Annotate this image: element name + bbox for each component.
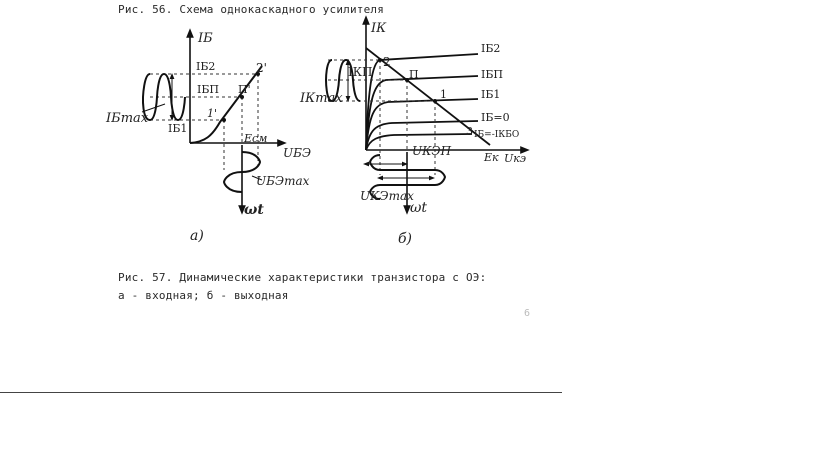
ib2-label: IБ2 — [196, 60, 215, 73]
panel-a-input-characteristic: IБ UБЭ IБ2 IБП IБ1 IБmax Eсм UБЭmax 2' 1… — [105, 28, 311, 244]
ube-max-leader — [251, 175, 263, 181]
ikp-label: IКП — [348, 65, 373, 79]
curve-ikbo — [365, 133, 473, 151]
ik-max-label: IКmax — [299, 91, 343, 106]
point-p-dot — [405, 78, 409, 82]
top-caption: Рис. 56. Схема однокаскадного усилителя — [118, 3, 385, 16]
panel-b-label: б) — [398, 231, 412, 247]
curve-ibp-label: IБП — [481, 68, 503, 81]
page-number: 6 — [524, 308, 531, 319]
panel-b-output-characteristics: IК Uкэ Eк IКП IКmax UКЭП UКЭmax IБ2 IБП … — [299, 15, 530, 247]
point-p-dot — [240, 95, 244, 99]
point-2-label: 2' — [256, 61, 267, 75]
load-line — [365, 47, 491, 146]
point-1-dot — [433, 99, 437, 103]
point-2-dot — [378, 58, 382, 62]
figure-caption-line-1: Рис. 57. Динамические характеристики тра… — [118, 271, 487, 284]
ek-label: Eк — [483, 151, 499, 164]
point-1-label: 1' — [207, 107, 217, 120]
panel-a-time-axis-label: ωt — [244, 202, 264, 218]
panel-b-y-axis-label: IК — [370, 21, 387, 36]
panel-a-label: а) — [190, 228, 204, 244]
uke-p-label: UКЭП — [412, 144, 452, 158]
input-characteristic-curve — [189, 65, 263, 144]
panel-a-x-axis-label: UБЭ — [283, 146, 311, 160]
figure-caption-line-2: а - входная; б - выходная — [118, 289, 289, 302]
point-1-dot — [222, 118, 226, 122]
base-current-sine — [141, 72, 186, 122]
horizontal-rule — [0, 392, 562, 393]
point-p-label: П — [409, 68, 419, 81]
point-2-dot — [256, 72, 260, 76]
curve-ibp — [365, 75, 479, 151]
ecm-label: Eсм — [243, 132, 267, 145]
curve-ib1 — [365, 98, 479, 151]
point-1-label: 1 — [440, 88, 447, 101]
point-3-label: 3 — [466, 125, 473, 138]
uke-max-label: UКЭmax — [360, 189, 414, 203]
ib-max-leader — [141, 103, 166, 113]
panel-b-x-axis-label: Uкэ — [504, 152, 526, 165]
curve-ib1-label: IБ1 — [481, 88, 500, 101]
ib1-label: IБ1 — [168, 122, 187, 135]
ib-max-label: IБmax — [105, 111, 149, 126]
panel-b-time-axis-label: ωt — [410, 200, 427, 216]
transistor-characteristics-figure: IБ UБЭ IБ2 IБП IБ1 IБmax Eсм UБЭmax 2' 1… — [105, 15, 530, 247]
curve-ikbo-label: IБ=-IКБО — [474, 130, 519, 140]
curve-ib2-label: IБ2 — [481, 42, 500, 55]
panel-a-y-axis-label: IБ — [197, 31, 213, 46]
collector-current-sine — [324, 58, 361, 103]
ube-max-label: UБЭmax — [256, 174, 310, 188]
curve-ib0 — [365, 120, 479, 151]
curve-ib0-label: IБ=0 — [481, 111, 510, 124]
point-p-label: П' — [238, 83, 251, 96]
base-voltage-sine — [222, 151, 262, 193]
ibp-label: IБП — [197, 83, 219, 96]
point-2-label: 2 — [383, 55, 391, 69]
